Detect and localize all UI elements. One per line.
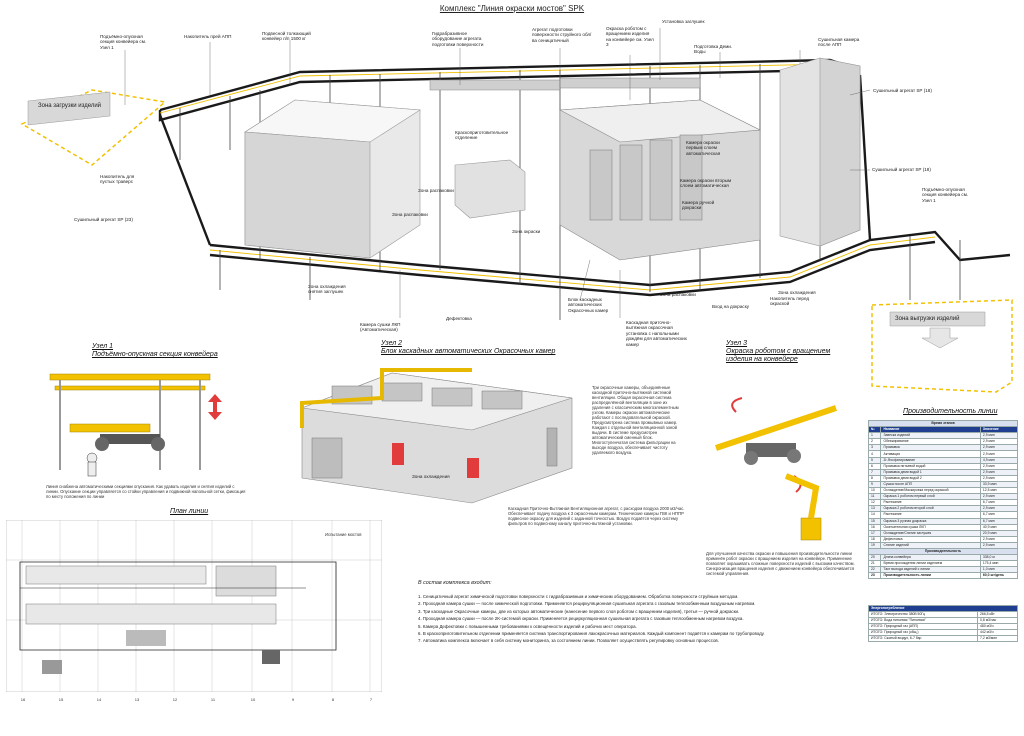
axis-marker: 13 [134, 697, 140, 702]
callout-hydroabrasive: Гидрабразивное оборудование агрегата под… [432, 31, 484, 47]
node3-title: Узел 3 [726, 340, 748, 347]
table-cell: ИТОГО: Сжатый воздух, 6-7 бар [867, 635, 979, 642]
table-cell: 23 [867, 572, 882, 580]
node2-title: Узел 2 [381, 340, 403, 347]
utilities-table: Энергопотребление ИТОГО: Электричество 3… [867, 605, 1018, 642]
ducting [429, 77, 701, 91]
axis-marker: 11 [210, 697, 216, 702]
load-zone [20, 89, 167, 166]
unpack-zone-label-c: Зона распаковки [660, 292, 696, 297]
node3-illustration [715, 397, 837, 541]
composition-item: 4. Проходная камера сушки — после 2K-сис… [418, 616, 744, 622]
callout-dryer-sp18-mid: Сушильный агрегат SP (18) [872, 167, 931, 172]
composition-item: 2. Проходная камера сушки — после химиче… [418, 601, 756, 607]
callout-cascade-block: Блок каскадных автоматических Окрасочных… [568, 297, 609, 313]
callout-touchup-entry: Вход на докраску [712, 304, 750, 309]
table-cell: Производительность линии [880, 572, 981, 580]
composition-item: 6. В краскоприготовительном отделении пр… [418, 631, 765, 637]
callout-cascade-unit: Каскадная приточно-вытяжная окрасочная у… [626, 320, 687, 347]
unpack-zone-label-b: Зона распаковки [392, 212, 428, 217]
node1-subtitle: Подъёмно-опускная секция конвейера [92, 351, 218, 358]
node2-cooling-label: Зона охлаждения [412, 474, 450, 479]
axis-marker: 14 [96, 697, 102, 702]
callout-lift-section-right: Подъёмно-опускная секция конвейера см. У… [922, 187, 969, 203]
callout-app-storage: Накопитель прей АПП [184, 34, 232, 39]
lift-arrow-icon [208, 394, 222, 420]
paint-zone-label: Зона окраски [512, 229, 541, 234]
callout-paint-kitchen: Краскоприготовительное отделение [455, 130, 509, 141]
callout-manual-touchup: Камера ручной докраски [682, 200, 715, 211]
pretreat-booth [454, 159, 526, 219]
callout-drying-chamber: Камера сушки ЛКП (Автоматическая) [360, 322, 401, 333]
conveyor-track [159, 63, 936, 291]
composition-title: В состав комплекса входит: [418, 580, 492, 586]
cooling-zone-label-b: Зона охлаждения [778, 290, 816, 295]
unload-zone-label: Зона выгрузки изделий [895, 316, 960, 322]
composition-item: 7. Автоматика комплекса включает в себя … [418, 638, 719, 644]
callout-empty-traverse: Накопитель для пустых траверс [100, 174, 135, 185]
axis-marker: 15 [58, 697, 64, 702]
leader-lines [124, 28, 871, 318]
callout-paint-booth-1: Камера окраски первым слоем автоматическ… [686, 140, 721, 156]
cooling-zone-label-a: Зона охлаждения снятия заглушек [308, 284, 346, 295]
paint-booth-complex [558, 99, 762, 261]
callout-paint-booth-2: Камера окраски вторым слоем автоматическ… [680, 178, 732, 189]
callout-surface-prep: Агрегат подготовки поверхности струйного… [532, 27, 592, 43]
callout-dryer-sp18-top: Сушильный агрегат SP (18) [873, 88, 932, 93]
composition-item: 5. Камера Дефектовки с повышенными требо… [418, 623, 637, 629]
node2-text-right: Три окрасочные камеры, объединённые каск… [592, 385, 679, 455]
callout-robot-paint-node3: Окраска роботом с вращением изделия на к… [606, 26, 654, 48]
axis-marker: 16 [20, 697, 26, 702]
callout-dryer-sp23: Сушильный агрегат SP (23) [74, 217, 133, 222]
dryer-building-right [779, 57, 861, 247]
performance-title: Производительность линии [903, 408, 998, 415]
axis-marker: 12 [172, 697, 178, 702]
plan-axis: 16 15 14 13 12 11 10 9 8 7 [14, 697, 384, 709]
node1-description: Линия снабжена автоматическими секциями … [46, 484, 246, 499]
node3-description: Для улучшения качества окраски и повышен… [706, 551, 855, 576]
unload-zone [871, 299, 1013, 393]
callout-overhead-conveyor: Подвесной толкающий конвейер л/п 1500 кг [262, 31, 311, 42]
callout-dryer-after-app: Сушильная камера после АПП [818, 37, 860, 48]
axis-marker: 10 [250, 697, 256, 702]
composition-item: 3. Три каскадные Окрасочные камеры, две … [418, 608, 740, 614]
dryer-building-left [244, 99, 421, 259]
callout-demi-water: Подготовка Деми. Воды [694, 44, 733, 55]
callout-defect-check: Дефектовка [446, 316, 472, 321]
plan-title: План линии [170, 508, 209, 515]
composition-item: 1. Сеницатичный агрегат химической подго… [418, 594, 739, 599]
node1-illustration [49, 373, 211, 477]
node2-subtitle: Блок каскадных автоматических Окрасочных… [381, 348, 556, 355]
node3-subtitle: Окраска роботом с вращением изделия на к… [726, 348, 831, 363]
table-cell: 7,2 м3/мин [977, 635, 1018, 642]
plan-testing-label: Испытание мостов [325, 532, 362, 537]
node2-illustration [300, 368, 573, 504]
page-title: Комплекс "Линия окраски мостов" SPK [439, 4, 585, 13]
axis-marker: 9 [291, 697, 295, 702]
axis-marker: 7 [369, 697, 373, 702]
composition-list: 1. Сеницатичный агрегат химической подго… [418, 594, 848, 646]
node1-title: Узел 1 [92, 343, 114, 350]
unpack-zone-label-a: Зона распаковки [418, 188, 454, 193]
callout-plug-install: Установка заглушек [662, 19, 705, 24]
callout-lift-section-1: Подъёмно-опускная секция конвейера см. У… [100, 34, 147, 50]
plan-drawing [6, 520, 382, 712]
load-zone-label: Зона загрузки изделий [38, 103, 102, 109]
utilities-table-wrap: Энергопотребление ИТОГО: Электричество 3… [867, 605, 1018, 642]
callout-pre-paint-storage: Накопитель перед окраской [770, 296, 810, 307]
axis-marker: 8 [331, 697, 335, 702]
node2-text-bottom: Каскадная Приточно-Вытяжная Вентиляционн… [508, 506, 685, 526]
table-cell: 60,0 шт/день [979, 572, 1019, 580]
